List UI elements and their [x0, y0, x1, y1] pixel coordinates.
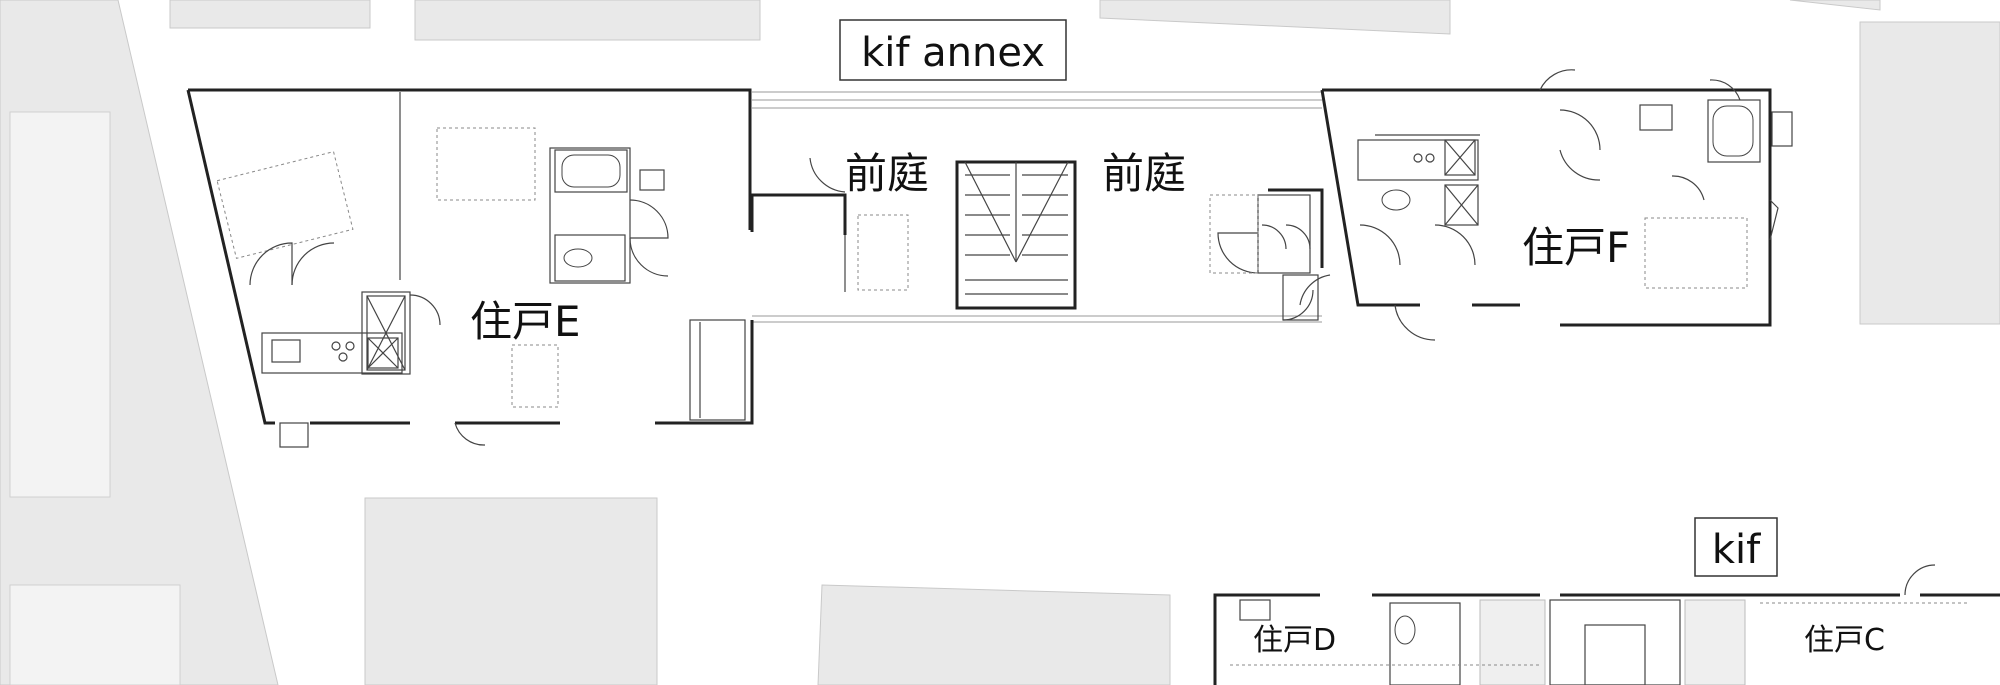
label-front-garden-1: 前庭	[845, 149, 929, 198]
neighbor-bottom-2	[817, 584, 1171, 685]
label-unit-e: 住戸E	[470, 297, 581, 346]
kif-partial-plan	[1213, 564, 2000, 685]
neighbor-top-2	[414, 0, 761, 41]
label-unit-c: 住戸C	[1804, 623, 1885, 658]
neighbor-left-block-2	[9, 584, 181, 685]
label-unit-f: 住戸F	[1522, 223, 1630, 272]
title-kif-annex-box: kif annex	[839, 19, 1067, 81]
label-unit-d: 住戸D	[1253, 623, 1336, 658]
neighbor-top-3	[1099, 0, 1451, 35]
neighbor-top-1	[169, 0, 371, 29]
unit-f-plan	[1209, 69, 1793, 341]
unit-e-plan	[186, 88, 909, 448]
neighbor-top-4	[1789, 0, 1881, 11]
title-kif-frame	[1694, 517, 1778, 577]
site-lines	[752, 91, 1322, 323]
title-kif-annex: kif annex	[861, 30, 1045, 76]
title-kif: kif	[1712, 527, 1761, 573]
neighbor-left-block-1	[9, 111, 111, 498]
title-kif-box: kif	[1694, 517, 1778, 577]
title-kif-annex-frame	[839, 19, 1067, 81]
staircase	[955, 160, 1077, 310]
label-front-garden-2: 前庭	[1102, 149, 1186, 198]
neighbor-bottom-1	[364, 497, 658, 685]
neighbor-right	[1859, 21, 2000, 325]
